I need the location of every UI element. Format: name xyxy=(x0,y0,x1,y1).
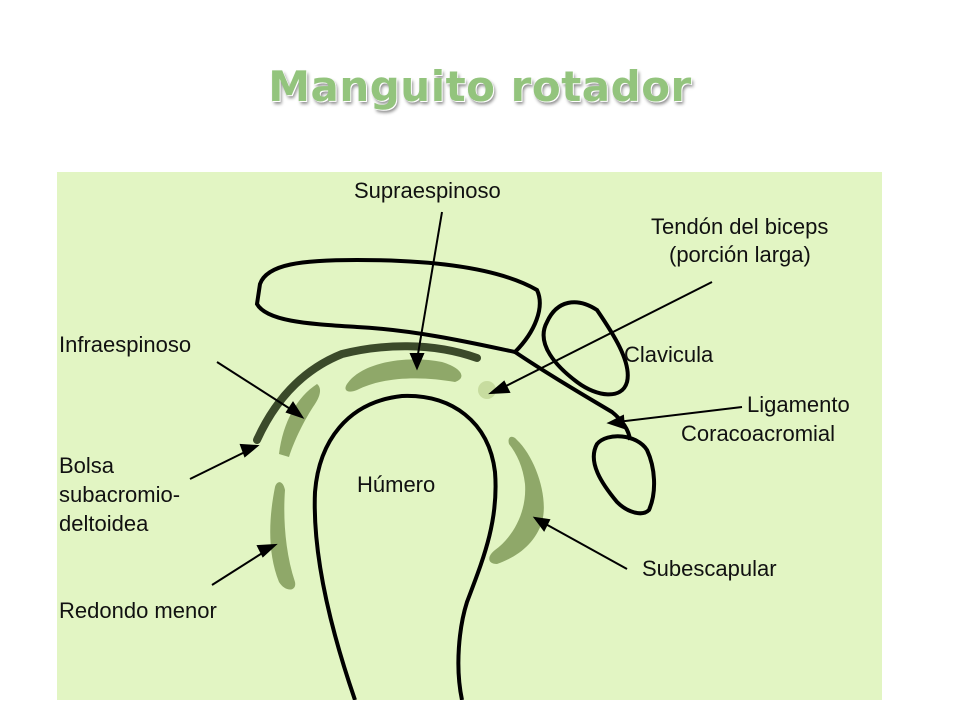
label-subescapular: Subescapular xyxy=(642,556,777,581)
coracoid xyxy=(591,434,656,516)
label-supraespinoso: Supraespinoso xyxy=(354,178,501,203)
coracoacromial-ligament xyxy=(513,350,632,441)
label-arrows xyxy=(189,211,743,586)
label-biceps-tendon-line2: (porción larga) xyxy=(669,242,811,267)
acromion xyxy=(254,257,542,355)
label-bolsa-line2: subacromio- xyxy=(59,482,181,507)
label-ligamento-line2: Coracoacromial xyxy=(681,421,836,446)
infraspinatus-muscle xyxy=(279,384,321,457)
label-infraespinoso: Infraespinoso xyxy=(59,332,192,357)
label-bolsa-line3: deltoidea xyxy=(59,511,149,536)
teres-minor-muscle xyxy=(270,482,296,590)
supraspinatus-muscle xyxy=(345,359,462,392)
label-redondo-menor: Redondo menor xyxy=(59,598,217,623)
subscapularis-muscle xyxy=(489,436,544,564)
diagram-drawing xyxy=(189,211,743,700)
label-humero: Húmero xyxy=(357,472,436,497)
label-bolsa-line1: Bolsa xyxy=(59,453,115,478)
rotator-cuff-diagram: Supraespinoso Tendón del biceps (porción… xyxy=(57,172,882,700)
clavicle xyxy=(541,300,630,397)
subacromial-bursa xyxy=(253,342,481,444)
label-biceps-tendon-line1: Tendón del biceps xyxy=(651,214,829,239)
label-ligamento-line1: Ligamento xyxy=(747,392,850,417)
label-clavicula: Clavicula xyxy=(624,342,714,367)
slide-title: Manguito rotador xyxy=(268,62,692,111)
biceps-tendon xyxy=(478,381,496,399)
humerus-outline xyxy=(312,393,498,700)
